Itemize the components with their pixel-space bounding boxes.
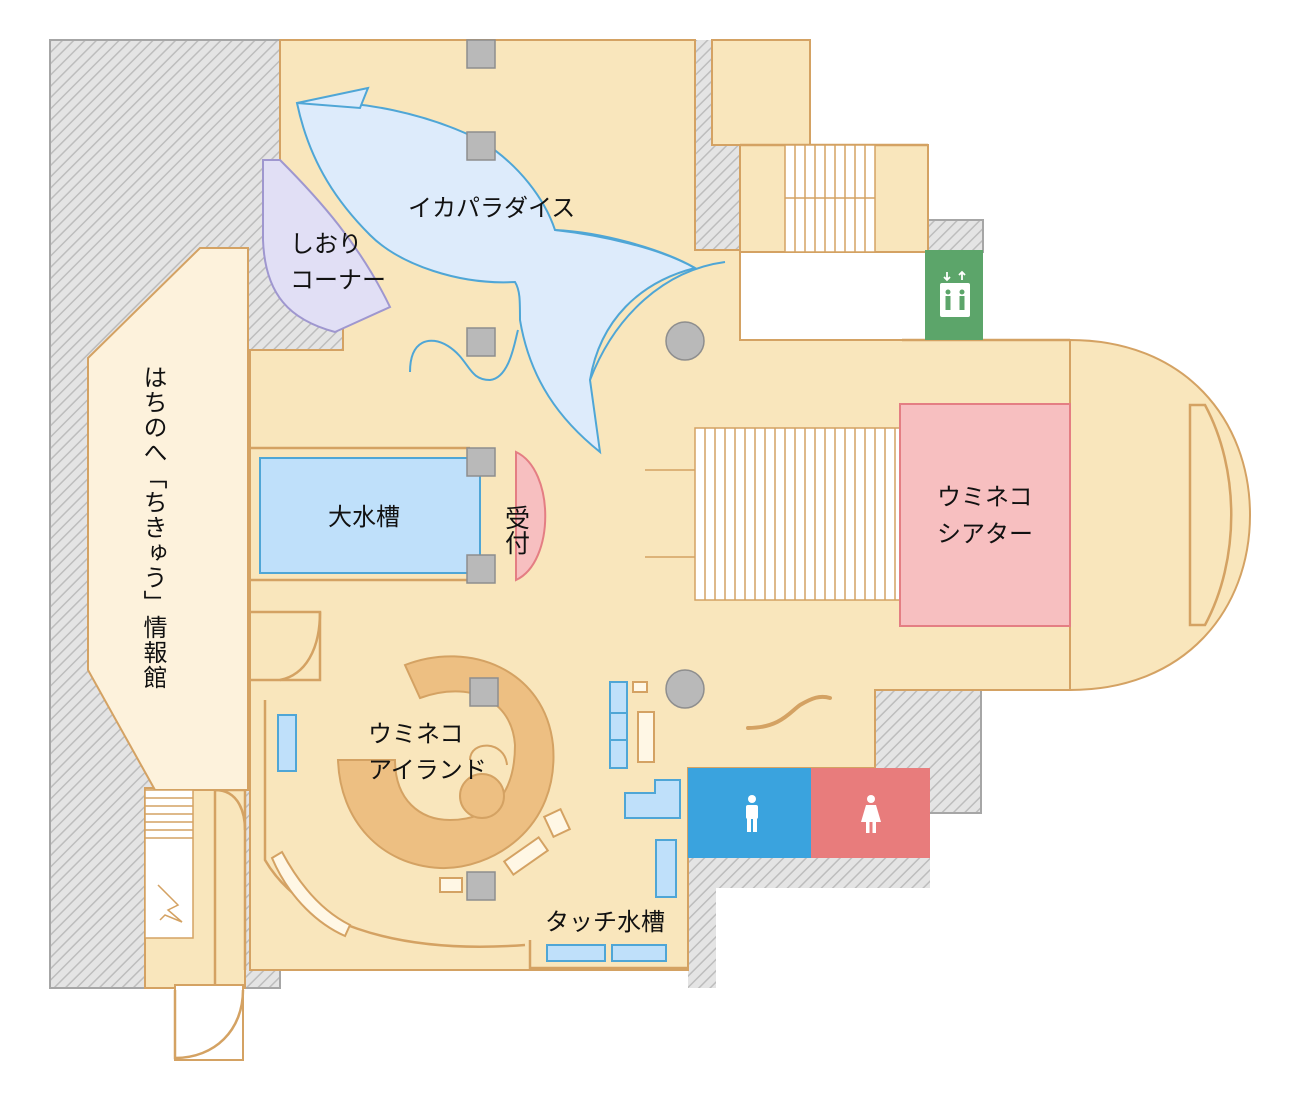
touch-tank-label: タッチ水槽	[545, 908, 665, 936]
map-labels: イカパラダイス しおり コーナー 大水槽 受付 ウミネコ シアター ウミネコ ア…	[139, 194, 1033, 936]
shiori-corner-label-1: しおり	[290, 230, 362, 258]
display-cases	[270, 681, 655, 938]
womens-restroom[interactable]	[811, 768, 930, 858]
umineko-theater-label-2: シアター	[937, 520, 1033, 548]
central-stairs[interactable]	[645, 427, 901, 601]
elevator-icon	[940, 270, 970, 317]
upper-stairs[interactable]	[784, 144, 876, 253]
touch-tank-cases[interactable]	[277, 681, 681, 962]
umineko-island-label-2: アイランド	[368, 756, 487, 784]
ika-paradise-label: イカパラダイス	[408, 194, 575, 222]
reception-label: 受付	[502, 505, 531, 555]
umineko-island-label-1: ウミネコ	[368, 720, 464, 748]
ika-paradise-exhibit[interactable]	[295, 86, 726, 455]
mens-restroom[interactable]	[688, 768, 811, 858]
shiori-corner[interactable]	[262, 159, 392, 334]
decorative-curve	[746, 694, 832, 730]
info-hall-label: はちのへ「ちきゅう」情報館	[139, 365, 167, 690]
shiori-corner-label-2: コーナー	[290, 266, 386, 294]
female-toilet-icon	[861, 795, 881, 833]
male-toilet-icon	[746, 795, 758, 832]
umineko-island-exhibit[interactable]	[336, 655, 555, 870]
main-tank[interactable]	[259, 457, 481, 574]
umineko-theater-label-1: ウミネコ	[937, 483, 1033, 511]
info-hall-room[interactable]	[87, 247, 249, 791]
umineko-theater[interactable]	[899, 403, 1071, 627]
elevator[interactable]	[925, 250, 983, 340]
pillars	[466, 39, 705, 901]
west-stairs[interactable]	[144, 789, 194, 939]
reception-desk[interactable]	[515, 450, 547, 582]
main-tank-label: 大水槽	[328, 503, 400, 531]
